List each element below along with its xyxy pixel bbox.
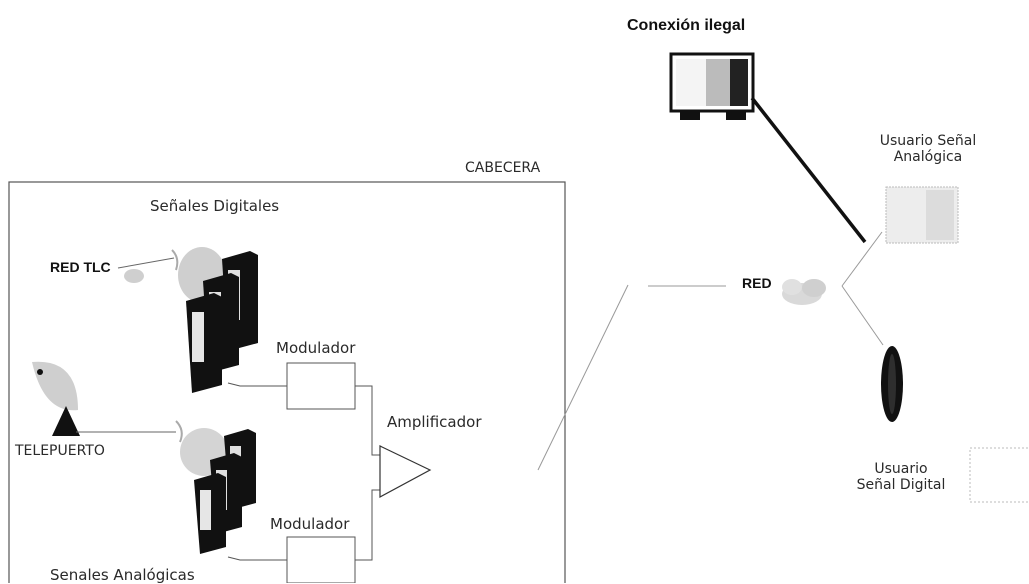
illegal-connection-label: Conexión ilegal	[627, 17, 745, 35]
teleport-antenna-icon	[176, 421, 182, 442]
digital-signals-label: Señales Digitales	[150, 197, 279, 215]
analog-user-label-line1: Usuario Señal	[858, 133, 998, 149]
digital-user-label: Usuario Señal Digital	[836, 461, 966, 493]
modulator-bottom-box	[287, 537, 355, 583]
server-stack-bottom-icon	[180, 428, 256, 554]
teleport-label: TELEPUERTO	[15, 443, 105, 459]
tv-icon	[671, 54, 753, 120]
server-stack-icon	[178, 247, 258, 393]
tlc-dish-icon	[124, 250, 177, 283]
headend-label: CABECERA	[465, 160, 540, 176]
digital-user-label-line2: Señal Digital	[836, 477, 966, 493]
decoder-icon	[881, 346, 903, 422]
digital-user-label-line1: Usuario	[836, 461, 966, 477]
analog-user-label-line2: Analógica	[858, 149, 998, 165]
analog-user-label: Usuario Señal Analógica	[858, 133, 998, 165]
analog-user-tv-icon	[886, 187, 958, 243]
cloud-icon	[782, 279, 826, 305]
network-label: RED	[742, 275, 772, 291]
analog-signals-label: Senales Analógicas	[50, 566, 195, 584]
tlc-link	[118, 258, 174, 268]
illegal-tap-line	[752, 98, 865, 242]
tlc-network-label: RED TLC	[50, 259, 111, 275]
network-links	[538, 232, 883, 470]
modulator-bottom-label: Modulador	[270, 515, 349, 533]
modulator-top-box	[287, 363, 355, 409]
amplifier-label: Amplificador	[387, 413, 481, 431]
modulator-top-label: Modulador	[276, 339, 355, 357]
amplifier-triangle-icon	[380, 446, 430, 497]
satellite-dish-icon	[32, 362, 80, 436]
digital-user-tv-icon	[970, 448, 1029, 502]
